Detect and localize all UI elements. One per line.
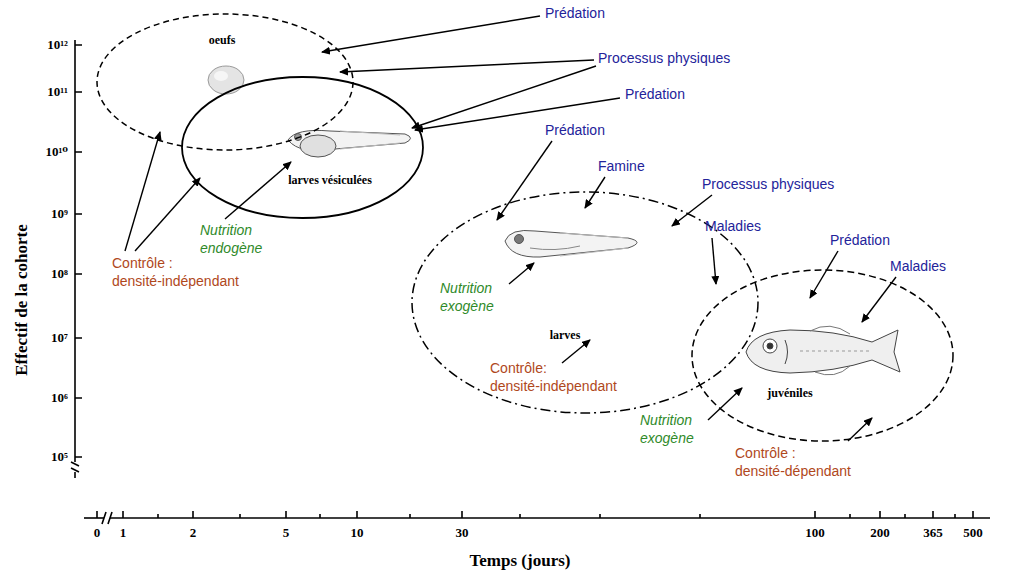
ellipse-shape [97,14,353,150]
ellipse-outline [690,268,955,443]
ellipse-shape [182,77,423,218]
factor-label: Prédation [545,122,605,140]
juvenile-drawing [746,326,900,375]
tick-label: 200 [870,525,890,541]
juvenile-stage-ellipse: juvéniles [690,268,955,443]
tick-label: 10⁸ [51,266,68,282]
ellipse-outline [180,75,425,220]
tick-label: 1 [120,525,127,541]
ellipse-shape [692,270,953,441]
tick-label: 10⁹ [51,206,68,222]
control-label: Contrôle : densité-dépendant [735,445,851,480]
tick-label: 10⁶ [51,390,68,406]
factor-label: Famine [598,158,645,176]
stage-name: larves vésiculées [288,173,372,188]
x-axis [84,511,990,524]
nutrition-label: Nutrition endogène [200,222,262,257]
y-axis [71,40,82,478]
larva-drawing [505,230,637,257]
tick-label: 100 [805,525,825,541]
control-label: Contrôle: densité-indépendant [490,360,617,395]
axis-title: Temps (jours) [470,550,571,571]
factor-label: Prédation [545,5,605,23]
tick-label: 10⁵ [51,449,68,465]
factor-label: Prédation [830,232,890,250]
tick-label: 365 [923,525,943,541]
factor-label: Processus physiques [702,176,834,194]
tick-label: 5 [283,525,290,541]
tick-label: 2 [190,525,197,541]
tick-label: 10⁷ [51,330,68,346]
yolk-sac-stage-ellipse: larves vésiculées [180,75,425,220]
tick-label: 10 [351,525,364,541]
egg-stage-ellipse: oeufs [95,12,355,152]
tick-label: 10¹⁰ [45,144,68,160]
egg-drawing [208,66,244,94]
control-label: Contrôle : densité-indépendant [112,255,239,290]
factor-label: Maladies [705,218,761,236]
nutrition-label: Nutrition exogène [440,280,494,315]
tick-label: 0 [94,525,101,541]
stage-name: oeufs [209,33,236,48]
tick-label: 10¹¹ [47,84,68,100]
axis-title: Effectif de la cohorte [11,224,32,376]
factor-label: Maladies [890,258,946,276]
tick-label: 30 [456,525,469,541]
nutrition-label: Nutrition exogène [640,412,694,447]
tick-label: 500 [963,525,983,541]
tick-label: 10¹² [47,37,68,53]
leader-arrows [125,16,896,441]
factor-label: Prédation [625,86,685,104]
factor-label: Processus physiques [598,50,730,68]
stage-name: juvéniles [767,386,812,401]
stage-name: larves [550,328,581,343]
